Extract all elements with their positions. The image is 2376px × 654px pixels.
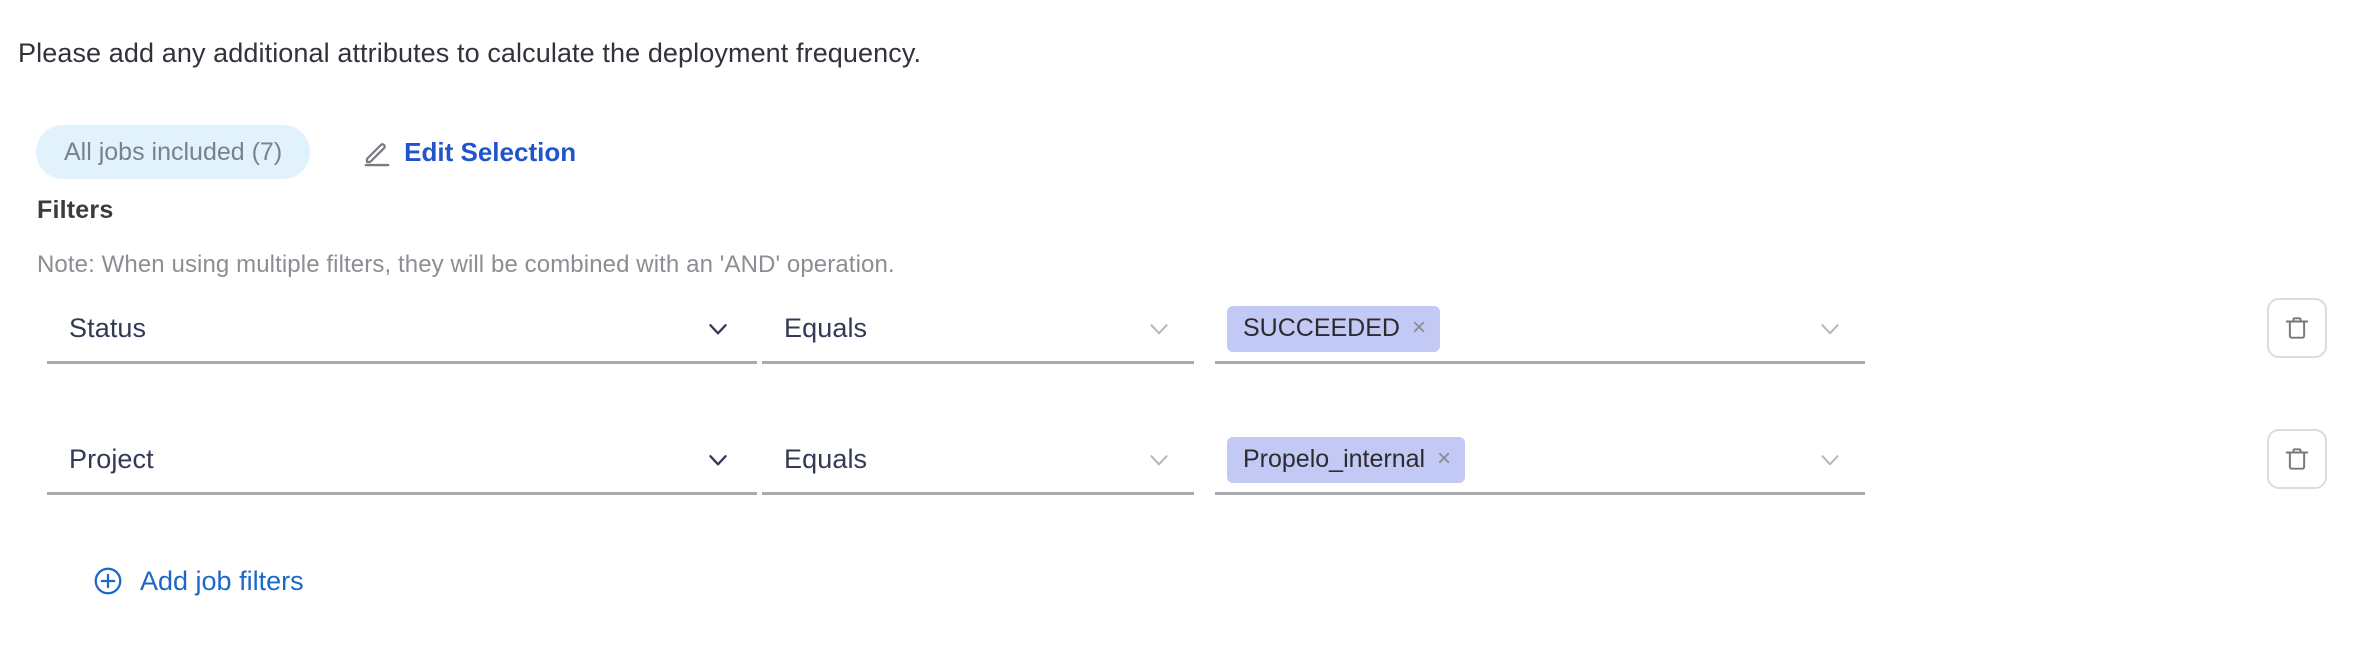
- filter-operator-select[interactable]: Equals: [762, 296, 1194, 364]
- chip-remove-icon[interactable]: ×: [1411, 313, 1426, 341]
- chevron-down-icon: [705, 316, 731, 342]
- filter-operator-select[interactable]: Equals: [762, 427, 1194, 495]
- filter-attribute-select[interactable]: Project: [47, 427, 757, 495]
- filter-value-chip: Propelo_internal ×: [1227, 436, 1466, 483]
- filter-row: Status Equals SUCCEEDED ×: [0, 296, 2376, 388]
- plus-circle-icon: [92, 565, 124, 597]
- filter-attribute-value: Status: [69, 313, 147, 343]
- chip-remove-icon[interactable]: ×: [1437, 444, 1452, 472]
- filters-heading: Filters: [37, 196, 114, 224]
- chevron-down-icon: [1817, 447, 1843, 473]
- all-jobs-included-badge: All jobs included (7): [36, 125, 311, 179]
- filter-attribute-select[interactable]: Status: [47, 296, 757, 364]
- trash-icon: [2283, 445, 2311, 473]
- trash-icon: [2283, 314, 2311, 342]
- job-selection-row: All jobs included (7) Edit Selection: [36, 125, 576, 179]
- chevron-down-icon: [705, 447, 731, 473]
- chevron-down-icon: [1146, 316, 1172, 342]
- chevron-down-icon: [1817, 316, 1843, 342]
- filter-operator-value: Equals: [784, 444, 868, 474]
- filter-value-chip: SUCCEEDED ×: [1227, 305, 1440, 352]
- delete-filter-button[interactable]: [2267, 429, 2327, 489]
- edit-selection-label: Edit Selection: [404, 137, 577, 167]
- filter-value-select[interactable]: SUCCEEDED ×: [1215, 296, 1865, 364]
- chevron-down-icon: [1146, 447, 1172, 473]
- filter-attribute-value: Project: [69, 444, 154, 474]
- add-job-filters-label: Add job filters: [140, 565, 304, 596]
- delete-filter-button[interactable]: [2267, 298, 2327, 358]
- pencil-icon: [362, 137, 392, 167]
- add-job-filters-button[interactable]: Add job filters: [92, 565, 304, 597]
- filter-operator-value: Equals: [784, 313, 868, 343]
- filter-row: Project Equals Propelo_internal ×: [0, 427, 2376, 519]
- filter-value-chip-label: SUCCEEDED: [1243, 314, 1400, 342]
- filter-value-select[interactable]: Propelo_internal ×: [1215, 427, 1865, 495]
- filter-value-chip-label: Propelo_internal: [1243, 445, 1426, 473]
- edit-selection-button[interactable]: Edit Selection: [362, 137, 576, 167]
- intro-text: Please add any additional attributes to …: [18, 38, 922, 68]
- filters-note: Note: When using multiple filters, they …: [37, 251, 895, 278]
